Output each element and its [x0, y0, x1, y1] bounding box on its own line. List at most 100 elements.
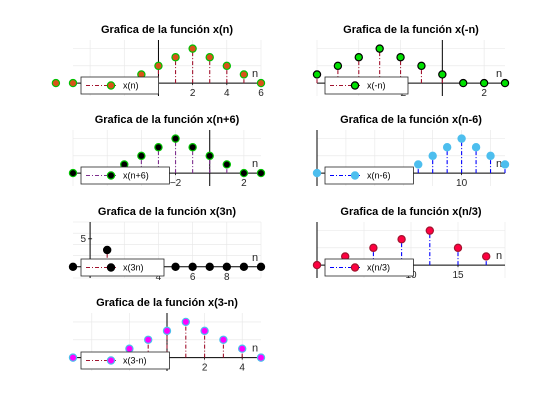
stem-marker: [68, 168, 78, 178]
stem-marker: [239, 262, 249, 271]
legend-box: [80, 76, 159, 95]
x-tick-label: 6: [190, 272, 196, 283]
stem-marker: [181, 317, 190, 327]
stem-marker: [375, 44, 384, 53]
chart-title: Grafica de la función x(3n): [98, 206, 236, 218]
legend-marker: [106, 263, 116, 272]
stem-marker: [188, 262, 197, 271]
legend-box: [324, 76, 409, 95]
x-axis-label: n: [496, 250, 502, 262]
stem-marker: [457, 134, 466, 143]
stem-marker: [68, 78, 78, 88]
chart-title: Grafica de la función x(n-6): [340, 114, 482, 126]
legend-marker: [350, 171, 360, 180]
x-tick-label: 4: [224, 88, 230, 99]
stem-marker: [417, 61, 426, 71]
stem-marker: [188, 44, 197, 53]
stem-marker: [396, 53, 405, 62]
stem-marker: [453, 243, 463, 253]
legend-box: [324, 166, 414, 185]
legend-label: x(n+6): [123, 171, 149, 181]
chart-title: Grafica de la función x(3-n): [96, 297, 238, 309]
legend-box: [80, 351, 170, 370]
stem-marker: [369, 243, 378, 253]
stem-marker: [239, 70, 249, 79]
x-tick-label: 2: [481, 88, 487, 99]
legend: x(n+6): [80, 166, 170, 185]
stem-marker: [102, 245, 112, 255]
x-axis-label: n: [496, 158, 502, 170]
stem-marker: [459, 78, 468, 88]
x-tick-label: 2: [241, 178, 247, 189]
x-axis-label: n: [252, 158, 258, 170]
stem-marker: [500, 78, 510, 88]
legend-box: [324, 258, 414, 277]
legend: x(-n): [324, 76, 409, 95]
stem-marker: [143, 335, 153, 344]
stem-marker: [200, 326, 209, 336]
stem-marker: [479, 78, 489, 88]
stem-marker: [222, 160, 232, 169]
x-tick-label: 6: [258, 88, 264, 99]
stem-marker: [68, 353, 78, 362]
stem-marker: [205, 262, 214, 271]
stem-marker: [239, 168, 249, 178]
legend: x(3-n): [80, 351, 170, 370]
stem-marker: [125, 344, 134, 353]
x-tick-label: 2: [202, 363, 208, 374]
stem-marker: [171, 134, 180, 143]
legend-marker: [106, 171, 116, 180]
legend-label: x(-n): [367, 81, 386, 91]
x-axis-label: n: [252, 252, 258, 264]
stem-marker: [397, 235, 406, 244]
x-tick-label: 8: [224, 272, 230, 283]
stem-marker: [486, 151, 495, 161]
stem-marker: [51, 78, 61, 88]
legend-box: [80, 258, 165, 277]
stem-marker: [162, 326, 172, 336]
x-axis-label: n: [496, 68, 502, 80]
stem-marker: [428, 151, 437, 161]
stem-marker: [222, 262, 232, 271]
stem-marker: [442, 143, 452, 152]
legend: x(n-6): [324, 166, 414, 185]
legend-label: x(n-6): [367, 171, 391, 181]
legend-label: x(n/3): [367, 263, 390, 273]
chart-title: Grafica de la función x(n+6): [95, 114, 240, 126]
legend-box: [80, 166, 170, 185]
stem-marker: [256, 353, 266, 362]
legend-label: x(3-n): [123, 356, 147, 366]
legend: x(n/3): [324, 258, 414, 277]
stem-marker: [312, 260, 322, 270]
stem-marker: [500, 160, 510, 169]
legend-marker: [350, 263, 360, 272]
chart-title: Grafica de la función x(n): [101, 24, 233, 36]
stem-marker: [219, 335, 228, 344]
stem-marker: [222, 61, 232, 71]
x-axis-label: n: [252, 68, 258, 80]
stem-marker: [154, 143, 163, 152]
stem-marker: [256, 262, 266, 271]
stem-marker: [188, 143, 197, 152]
subplot-6: 1015nGrafica de la función x(n/3)x(n/3): [312, 206, 506, 281]
stem-marker: [205, 53, 214, 62]
legend-marker: [106, 81, 116, 90]
stem-marker: [333, 61, 343, 71]
stem-marker: [256, 168, 266, 178]
stem-marker: [205, 151, 214, 161]
stem-marker: [438, 70, 447, 79]
legend: x(n): [80, 76, 159, 95]
chart-title: Grafica de la función x(n/3): [340, 206, 482, 218]
legend: x(3n): [80, 258, 165, 277]
stem-marker: [237, 344, 247, 353]
stem-marker: [171, 262, 180, 271]
stem-marker: [482, 252, 491, 261]
legend-label: x(3n): [123, 263, 144, 273]
chart-title: Grafica de la función x(-n): [343, 24, 479, 36]
subplot-3: −2 2n Grafica de la función x(n+6) x(n+6): [68, 114, 266, 189]
stem-marker: [312, 70, 322, 79]
x-tick-label: −2: [170, 178, 182, 189]
